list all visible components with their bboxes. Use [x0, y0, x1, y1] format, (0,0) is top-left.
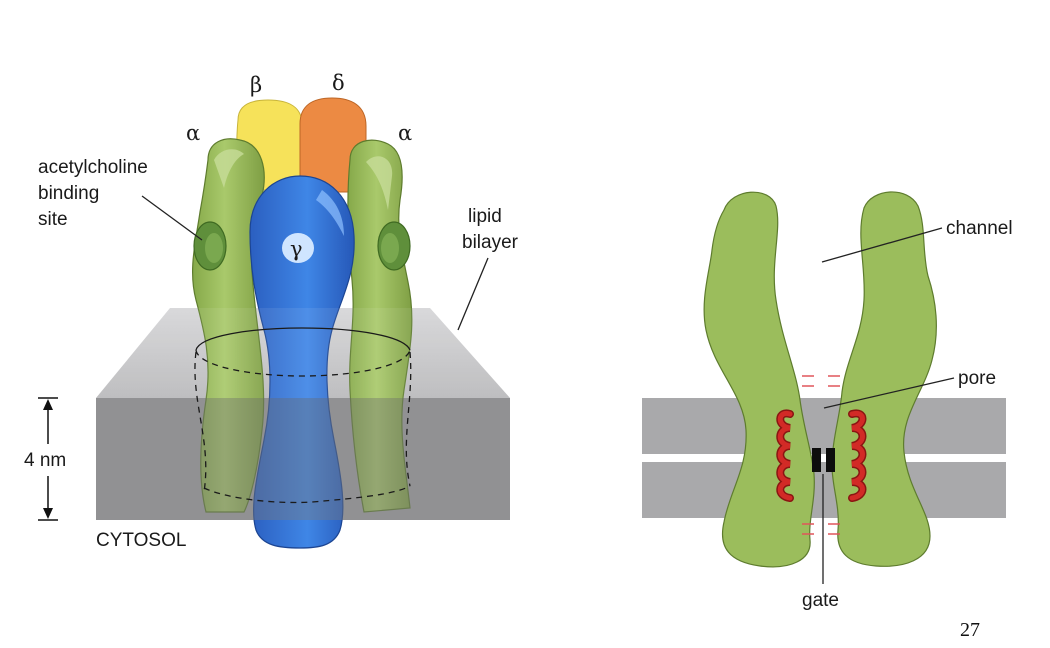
helix-right-coil — [849, 410, 865, 501]
binding-site-label-line3: site — [38, 209, 68, 230]
membrane-lower-leaflet — [642, 462, 1006, 518]
gamma-highlight — [316, 190, 344, 236]
alpha-right-label: α — [398, 121, 412, 145]
gate-block-left — [812, 448, 821, 472]
bilayer-label-line2: bilayer — [462, 232, 519, 253]
page-number: 27 — [960, 619, 980, 641]
channel-wall-right — [831, 191, 937, 567]
binding-pocket-left-inner — [205, 233, 223, 263]
gate-label: gate — [802, 590, 839, 611]
ring-bottom-dashed — [203, 485, 411, 504]
thickness-label: 4 nm — [24, 450, 66, 471]
channel-wall-left — [703, 191, 815, 568]
pore-label: pore — [958, 368, 996, 389]
ring-top-dashed — [195, 349, 411, 377]
binding-site-leader — [141, 195, 203, 241]
pore-helix-left-fill — [777, 410, 793, 501]
dim-arrow-down — [43, 508, 53, 519]
alpha-left-highlight — [214, 149, 244, 188]
membrane-section-outline — [194, 327, 412, 504]
membrane-upper-leaflet — [642, 398, 1006, 454]
ring-top-solid — [195, 327, 411, 351]
pore-leader — [823, 377, 955, 409]
binding-site-label-line2: binding — [38, 183, 99, 204]
gate-block-right — [826, 448, 835, 472]
charge-dashes-bottom — [802, 523, 840, 535]
binding-pocket-right-inner — [381, 233, 399, 263]
wall-left-dashed — [194, 351, 207, 493]
gamma-label: γ — [290, 237, 303, 261]
bilayer-label-line1: lipid — [468, 206, 502, 227]
alpha-left-label: α — [186, 121, 200, 145]
bilayer-top-overlay — [96, 308, 510, 398]
acetylcholine-receptor-3d: α β δ α γ acetylcholine binding site lip… — [24, 71, 519, 551]
gamma-label-disc — [282, 233, 314, 263]
channel-label: channel — [946, 218, 1013, 239]
bilayer-front-overlay — [96, 398, 510, 520]
gamma-subunit — [249, 175, 355, 549]
alpha-right-highlight — [366, 156, 393, 210]
beta-label: β — [250, 73, 262, 97]
wall-right-dashed — [405, 351, 412, 487]
pore-helix-right-fill — [849, 410, 865, 501]
thickness-dimension — [38, 397, 58, 521]
cytosol-label: CYTOSOL — [96, 530, 186, 551]
bilayer-leader — [457, 257, 489, 331]
helix-left-coil — [777, 410, 793, 501]
delta-label: δ — [332, 71, 345, 95]
channel-leader — [821, 227, 943, 263]
binding-site-label-line1: acetylcholine — [38, 157, 148, 178]
dim-arrow-up — [43, 399, 53, 410]
channel-cross-section: channel pore gate — [642, 191, 1013, 611]
charge-dashes-top — [802, 375, 840, 387]
